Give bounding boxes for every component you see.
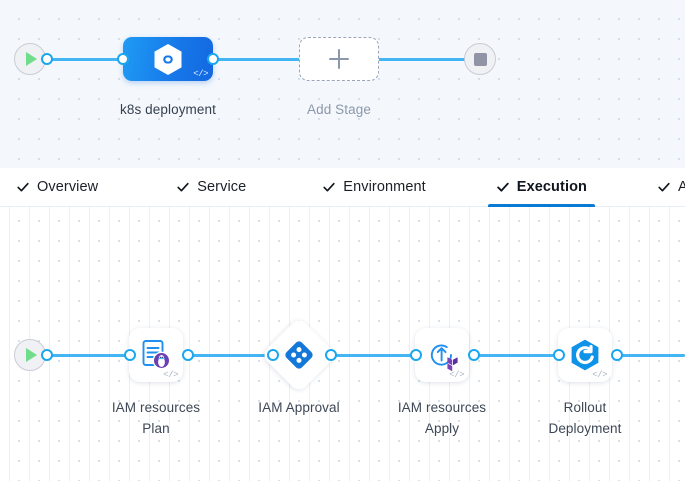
connector-dot-rollout-in[interactable] <box>553 349 565 361</box>
connector-dot-apply-in[interactable] <box>410 349 422 361</box>
edge-approval-to-apply <box>330 354 416 357</box>
connector-dot-plan-out[interactable] <box>182 349 194 361</box>
connector-dot-approval-out[interactable] <box>325 349 337 361</box>
tab-service[interactable]: Service <box>162 168 260 207</box>
edge-plan-to-approval <box>187 354 271 357</box>
step-iam-resources-plan[interactable]: </> <box>129 328 183 382</box>
edge-start-to-stage <box>44 58 124 61</box>
approval-diamond-icon <box>285 341 313 369</box>
stage-k8s-deployment[interactable]: </> <box>123 37 213 81</box>
step-label-iam-resources-apply: IAM resources Apply <box>397 400 487 436</box>
execution-canvas[interactable]: </> IAM resources Plan IAM Approval <box>0 207 685 481</box>
tab-label-overview: Overview <box>37 179 99 195</box>
terraform-plan-icon <box>142 340 171 370</box>
tab-overview[interactable]: Overview <box>2 168 112 207</box>
check-icon <box>497 182 509 192</box>
step-rollout-deployment[interactable]: </> <box>558 328 612 382</box>
pipeline-end-node[interactable] <box>464 43 496 75</box>
play-icon <box>26 52 37 66</box>
check-icon <box>658 182 670 192</box>
stage-config-tabs: Overview Service Environment Execution A <box>0 168 685 207</box>
connector-dot-approval-in[interactable] <box>267 349 279 361</box>
step-label-iam-approval: IAM Approval <box>258 400 340 415</box>
edge-apply-to-rollout <box>473 354 559 357</box>
tab-label-service: Service <box>197 179 247 195</box>
step-label-iam-resources-plan: IAM resources Plan <box>111 400 201 436</box>
step-code-badge[interactable]: </> <box>163 370 178 380</box>
tab-label-advanced: Advanced <box>678 179 685 195</box>
stop-icon <box>473 52 487 66</box>
edge-rollout-to-next <box>616 354 685 357</box>
connector-dot-rollout-out[interactable] <box>611 349 623 361</box>
edge-add-to-end <box>376 58 470 61</box>
edge-stage-to-add <box>212 58 302 61</box>
tab-advanced[interactable]: Advanced <box>643 168 685 207</box>
check-icon <box>323 182 335 192</box>
connector-dot-apply-out[interactable] <box>468 349 480 361</box>
connector-dot-stage-out[interactable] <box>207 53 219 65</box>
connector-dot-start-out[interactable] <box>41 53 53 65</box>
check-icon <box>177 182 189 192</box>
check-icon <box>17 182 29 192</box>
plus-icon <box>329 49 349 69</box>
tab-label-environment: Environment <box>343 179 426 195</box>
pipeline-start-node[interactable] <box>14 43 46 75</box>
tab-environment[interactable]: Environment <box>308 168 440 207</box>
k8s-link-hexagon-icon <box>154 43 182 75</box>
edge-exec-start-to-plan <box>44 354 130 357</box>
step-code-badge[interactable]: </> <box>592 370 607 380</box>
step-iam-approval-icon-wrap <box>272 328 326 382</box>
step-label-rollout-deployment: Rollout Deployment <box>548 400 622 436</box>
step-code-badge[interactable]: </> <box>449 370 464 380</box>
add-stage-button[interactable] <box>299 37 379 81</box>
connector-dot-exec-start-out[interactable] <box>41 349 53 361</box>
step-iam-resources-apply[interactable]: </> <box>415 328 469 382</box>
stage-label-k8s-deployment: k8s deployment <box>120 102 216 117</box>
tab-execution[interactable]: Execution <box>482 168 601 207</box>
connector-dot-plan-in[interactable] <box>124 349 136 361</box>
pipeline-canvas[interactable]: </> k8s deployment Add Stage <box>0 0 685 168</box>
rollout-deployment-icon <box>571 339 599 371</box>
terraform-apply-icon <box>430 344 458 372</box>
stage-code-badge[interactable]: </> <box>193 69 208 79</box>
play-icon <box>26 348 37 362</box>
connector-dot-stage-in[interactable] <box>117 53 129 65</box>
add-stage-label: Add Stage <box>307 102 371 117</box>
tab-label-execution: Execution <box>516 179 587 195</box>
